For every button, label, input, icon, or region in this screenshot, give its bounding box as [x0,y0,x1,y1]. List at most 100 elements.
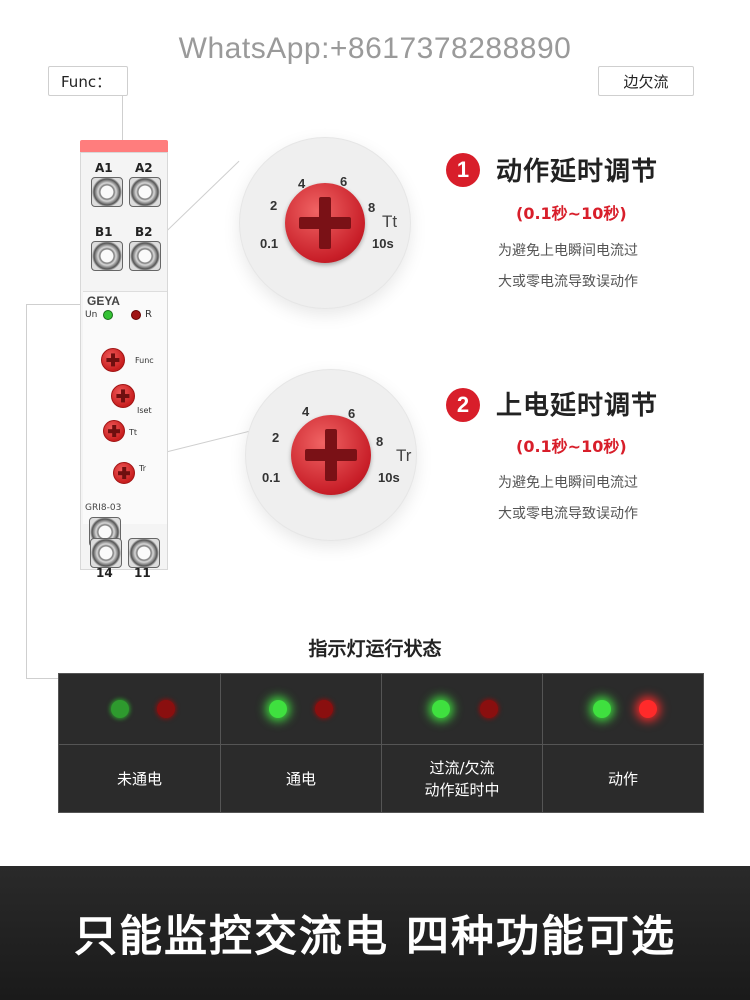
knob-label-tt: Tt [129,428,138,437]
indicator-lights [59,674,220,744]
number-badge-1: 1 [446,153,480,187]
connector-line-left-horizontal-top [26,304,106,305]
indicator-state-label: 未通电 [116,769,162,788]
red-indicator-icon [157,700,175,718]
screw-terminal-icon [91,241,123,271]
func-desc-box: 边欠流 [598,66,694,96]
number-badge-2: 2 [446,388,480,422]
dial-tick: 10s [378,470,400,485]
device-front-panel: GEYA Un R Func Iset Tt Tr [83,291,167,524]
indicator-state-label-line2: 动作延时中 [424,780,500,799]
info-desc-2: 为避免上电瞬间电流过 大或零电流导致误动作 [498,468,698,530]
red-indicator-icon [315,700,333,718]
device-model: GRI8-03 [85,503,122,513]
info-desc-1-line2: 大或零电流导致误动作 [498,274,638,290]
led-label-un: Un [85,310,98,320]
terminal-row-a: A1 A2 [89,161,161,209]
func-label: Func： [61,73,112,91]
info-title-1: 动作延时调节 [496,157,659,187]
tr-knob[interactable] [113,462,135,484]
dial-tick: 8 [376,434,384,449]
indicator-state-label: 动作 [607,769,638,788]
screw-terminal-icon [129,241,161,271]
info-desc-1-line1: 为避免上电瞬间电流过 [498,243,638,259]
info-desc-2-line1: 为避免上电瞬间电流过 [498,475,638,491]
divider [221,744,381,745]
dial-tag-tr: Tr [396,446,412,465]
green-indicator-icon [432,700,450,718]
indicator-state-col: 未通电 [59,674,220,812]
connector-line-left-vertical [26,304,27,678]
indicator-lights [221,674,381,744]
relay-device: A1 A2 B1 B2 GEYA Un R Func Iset Tt Tr [80,140,168,580]
terminal-label-11: 11 [134,566,151,580]
info-desc-1: 为避免上电瞬间电流过 大或零电流导致误动作 [498,236,698,298]
terminal-label-a2: A2 [135,161,153,175]
dial-tick: 8 [368,200,376,215]
dial-tag-tt: Tt [382,212,398,231]
indicator-state-label: 过流/欠流 动作延时中 [382,745,542,812]
terminal-label-a1: A1 [95,161,113,175]
led-label-r: R [145,309,152,320]
screw-terminal-icon [90,538,122,568]
func-label-box: Func： [48,66,128,96]
green-indicator-icon [593,700,611,718]
tr-adjust-knob[interactable] [291,415,371,495]
knob-label-tr: Tr [139,464,146,473]
indicator-lights [543,674,703,744]
dial-tick: 6 [340,174,348,189]
terminal-row-bottom [88,532,160,580]
dial-tick: 2 [270,198,278,213]
watermark-text: WhatsApp:+8617378288890 [178,32,572,65]
green-indicator-icon [111,700,129,718]
dial-tr-magnified: 0.1 2 4 6 8 10s Tr [246,370,416,540]
red-led-icon [131,310,141,320]
brand-logo: GEYA [87,294,120,308]
tt-knob[interactable] [103,420,125,442]
red-indicator-icon [639,700,657,718]
connector-line-left-horizontal-bottom [26,678,60,679]
info-range-1: (0.1秒~10秒) [516,204,627,223]
indicator-title: 指示灯运行状态 [308,638,442,660]
indicator-lights [382,674,542,744]
device-body: A1 A2 B1 B2 GEYA Un R Func Iset Tt Tr [80,152,168,570]
knob-label-iset: Iset [137,406,152,415]
device-top-strip [80,140,168,152]
terminal-label-b2: B2 [135,225,153,239]
red-indicator-icon [480,700,498,718]
green-led-icon [103,310,113,320]
screw-terminal-icon [91,177,123,207]
info-title-2: 上电延时调节 [496,391,659,421]
info-desc-2-line2: 大或零电流导致误动作 [498,506,638,522]
screw-terminal-icon [129,177,161,207]
divider [382,744,542,745]
knob-label-func: Func [135,356,154,365]
indicator-table: 未通电 通电 过流/欠流 动作延时中 动作 [58,673,704,813]
indicator-state-col: 动作 [542,674,703,812]
iset-knob[interactable] [111,384,135,408]
dial-tt-magnified: 0.1 2 4 6 8 10s Tt [240,138,410,308]
info-range-2: (0.1秒~10秒) [516,437,627,456]
func-desc: 边欠流 [623,73,669,91]
terminal-label-b1: B1 [95,225,113,239]
dial-tick: 2 [272,430,280,445]
indicator-state-label: 通电 [285,769,316,788]
bottom-banner: 只能监控交流电 四种功能可选 [0,866,750,1000]
indicator-state-label-line1: 过流/欠流 [429,758,495,777]
screw-terminal-icon [128,538,160,568]
func-knob[interactable] [101,348,125,372]
terminal-row-b: B1 B2 [89,225,161,273]
dial-tick: 4 [302,404,310,419]
indicator-state-col: 通电 [220,674,381,812]
dial-tick: 0.1 [260,236,279,251]
terminal-label-14: 14 [96,566,113,580]
tt-adjust-knob[interactable] [285,183,365,263]
dial-tick: 6 [348,406,356,421]
dial-tick: 4 [298,176,306,191]
banner-text: 只能监控交流电 四种功能可选 [74,912,676,962]
dial-tick: 0.1 [262,470,281,485]
indicator-state-col: 过流/欠流 动作延时中 [381,674,542,812]
dial-tick: 10s [372,236,394,251]
divider [59,744,220,745]
green-indicator-icon [269,700,287,718]
